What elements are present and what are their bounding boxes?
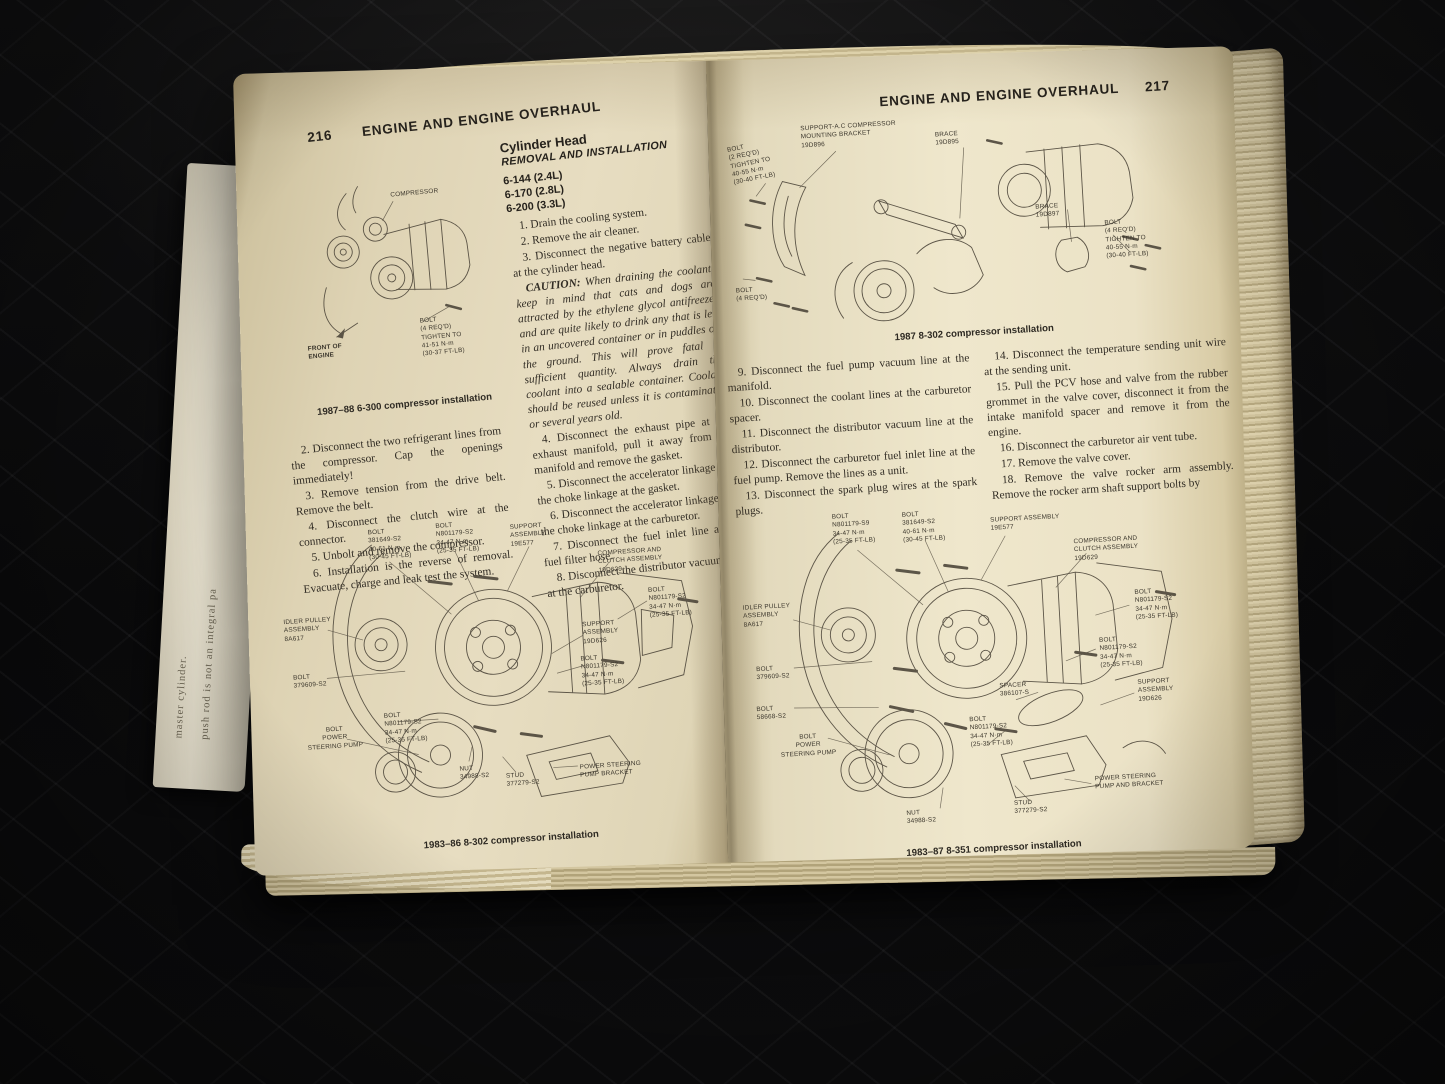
right-running-head-title: ENGINE AND ENGINE OVERHAUL — [878, 80, 1120, 110]
fig-label: SUPPORT ASSEMBLY 19D626 — [1137, 677, 1174, 703]
open-book: 216 ENGINE AND ENGINE OVERHAUL — [232, 33, 1305, 896]
diagram-art-8-351 — [793, 532, 1177, 809]
fig-label: BOLT N801179-S2 34-47 N·m (25-35 FT-LB) — [435, 521, 480, 555]
steps-column-right: 14. Disconnect the temperature sending u… — [983, 335, 1235, 505]
diagram-art-8-302 — [326, 544, 699, 798]
fig-label: BOLT (4 REQ'D) TIGHTEN TO 41-51 N·m (30-… — [419, 316, 466, 358]
fig-label: BOLT N801179-S2 34-47 N·m (25-35 FT-LB) — [580, 654, 625, 688]
fig-label: BOLT N801179-S2 34-47 N·m (25-35 FT-LB) — [1098, 635, 1143, 669]
left-page-number: 216 — [306, 127, 333, 145]
fig-label: NUT 34988-S2 — [459, 764, 490, 782]
left-page: 216 ENGINE AND ENGINE OVERHAUL — [232, 60, 729, 876]
fig-label: BOLT N801179-S2 34-47 N·m (25-35 FT-LB) — [969, 715, 1014, 749]
fig-label: BOLT N801179-S2 34-47 N·m (25-35 FT-LB) — [647, 585, 693, 619]
fig-label: COMPRESSOR AND CLUTCH ASSEMBLY 19D629 — [1073, 534, 1139, 562]
fig-label: BOLT N801179-S9 34-47 N·m (25-35 FT-LB) — [831, 512, 876, 546]
fig-label: COMPRESSOR AND CLUTCH ASSEMBLY 19D629 — [597, 545, 663, 574]
figure-1987-8-302-compressor: BOLT (2 REQ'D) TIGHTEN TO 40-55 N·m (30-… — [724, 102, 1212, 362]
fig-label: BOLT (4 REQ'D) TIGHTEN TO 40-55 N·m (30-… — [1104, 218, 1149, 260]
fig-label: BOLT 58668-S2 — [756, 705, 787, 722]
fig-label: BOLT (2 REQ'D) TIGHTEN TO 40-55 N·m (30-… — [726, 143, 777, 187]
fig-label: SUPPORT ASSEMBLY 19D626 — [581, 619, 619, 645]
fig-label: FRONT OF ENGINE — [307, 342, 343, 361]
steps-column-left: 9. Disconnect the fuel pump vacuum line … — [726, 351, 978, 521]
fig-label: BOLT 381649-S2 40-61 N·m (30-45 FT-LB) — [367, 528, 412, 562]
right-page: ENGINE AND ENGINE OVERHAUL 217 — [705, 46, 1256, 863]
fig-label: BOLT 379609-S2 — [755, 665, 790, 682]
diagram-art-1987-8-302 — [742, 139, 1162, 322]
diagram-art-6-300 — [323, 186, 471, 339]
right-page-text-columns: 9. Disconnect the fuel pump vacuum line … — [726, 335, 1235, 522]
fig-label: BOLT (4 REQ'D) — [735, 286, 768, 303]
fig-label: BOLT 381649-S2 40-61 N·m (30-45 FT-LB) — [901, 510, 946, 544]
protruding-page-text: master cylinder. push rod is not an inte… — [173, 259, 237, 740]
fig-label: IDLER PULLEY ASSEMBLY 8A617 — [283, 616, 332, 643]
fig-label: STUD 377279-S2 — [505, 771, 540, 789]
fig-label: BOLT N801179-S2 34-47 N·m (25-35 FT-LB) — [1134, 587, 1179, 621]
fig-label: SPACER 386107-S — [999, 681, 1030, 698]
fig-label: IDLER PULLEY ASSEMBLY 8A617 — [742, 602, 791, 629]
figure-6-300-compressor: COMPRESSOR FRONT OF ENGINE BOLT (4 REQ'D… — [286, 154, 504, 435]
figure-8-351-compressor: BOLT N801179-S9 34-47 N·m (25-35 FT-LB) … — [738, 492, 1232, 862]
caution-paragraph: CAUTION: When draining the coolant, keep… — [514, 262, 728, 433]
fig-label: NUT 34988-S2 — [906, 809, 937, 826]
fig-label: BRACE 19D897 — [1035, 202, 1060, 219]
fig-label: BOLT 379609-S2 — [292, 673, 327, 690]
right-running-head: ENGINE AND ENGINE OVERHAUL 217 — [879, 78, 1170, 109]
fig-label: BOLT N801179-S2 34-47 N·m (25-35 FT-LB) — [383, 711, 429, 745]
fig-label: BRACE 19D895 — [934, 130, 960, 147]
fig-label: BOLT POWER STEERING PUMP — [307, 725, 364, 752]
right-page-number: 217 — [1144, 77, 1171, 95]
fig-label: STUD 377279-S2 — [1013, 798, 1048, 816]
figure-8-302-compressor: BOLT 381649-S2 40-61 N·m (30-45 FT-LB) B… — [275, 505, 727, 873]
fig-label: SUPPORT ASSEMBLY 19E577 — [509, 521, 546, 548]
fig-label: BOLT POWER STEERING PUMP — [780, 732, 837, 759]
